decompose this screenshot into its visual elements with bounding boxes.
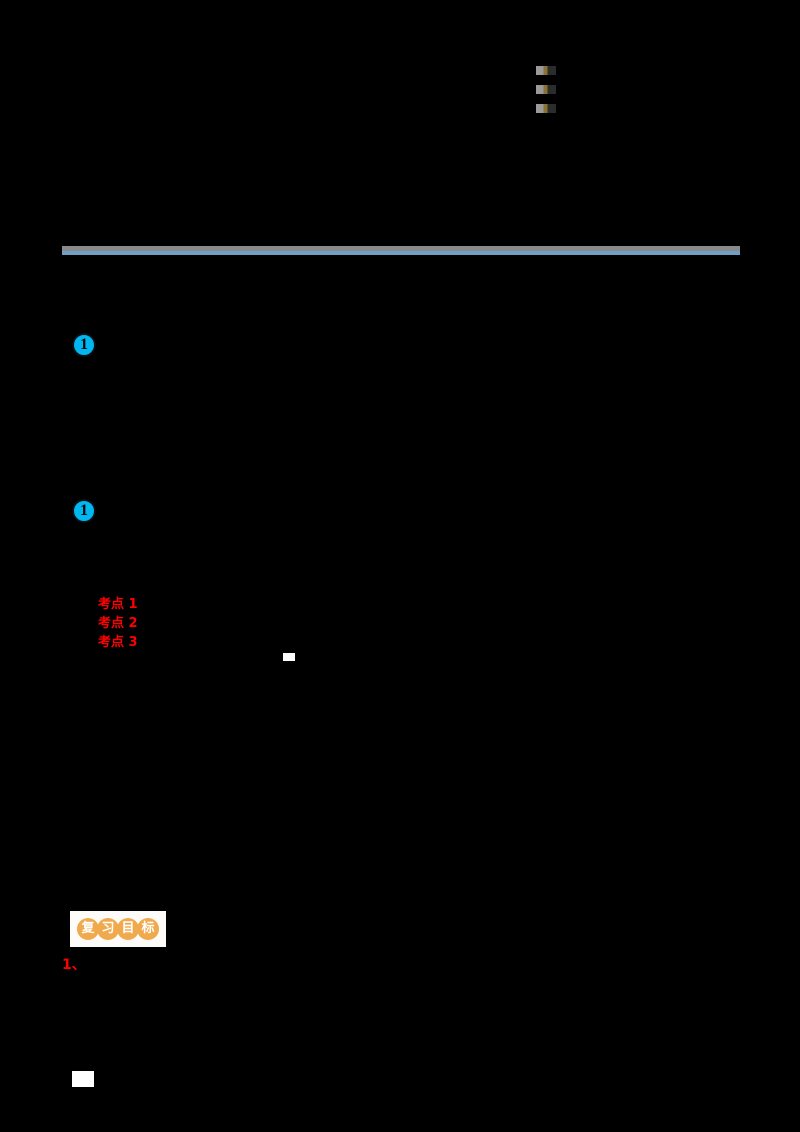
header-divider (62, 246, 740, 255)
divider-blue-bar (62, 251, 740, 255)
obscured-text-mark (536, 104, 556, 113)
obscured-text-marks (536, 66, 562, 114)
objective-text: 1、 (62, 957, 86, 973)
exam-point-row: 考点 3 (98, 631, 250, 650)
exam-point-list: 考点 1 考点 2 考点 3 (98, 593, 250, 650)
exam-point-row: 考点 1 (98, 593, 250, 612)
exam-point-row: 考点 2 (98, 612, 250, 631)
goal-character-circle: 标 (137, 918, 159, 940)
obscured-text-mark (536, 66, 556, 75)
goal-character-circle: 复 (77, 918, 99, 940)
obscured-text-mark (536, 85, 556, 94)
exam-point-label: 考点 3 (98, 635, 138, 650)
goal-character-circle: 目 (117, 918, 139, 940)
exam-point-label: 考点 1 (98, 597, 138, 612)
white-marker (283, 653, 295, 661)
exam-point-label: 考点 2 (98, 616, 138, 631)
section-badge-one: 1 (72, 333, 96, 357)
review-goal-badge: 复 习 目 标 (70, 911, 166, 947)
divider-gray-bar (62, 246, 740, 251)
section-badge-two: 1 (72, 499, 96, 523)
page-number (72, 1071, 94, 1087)
goal-character-circle: 习 (97, 918, 119, 940)
